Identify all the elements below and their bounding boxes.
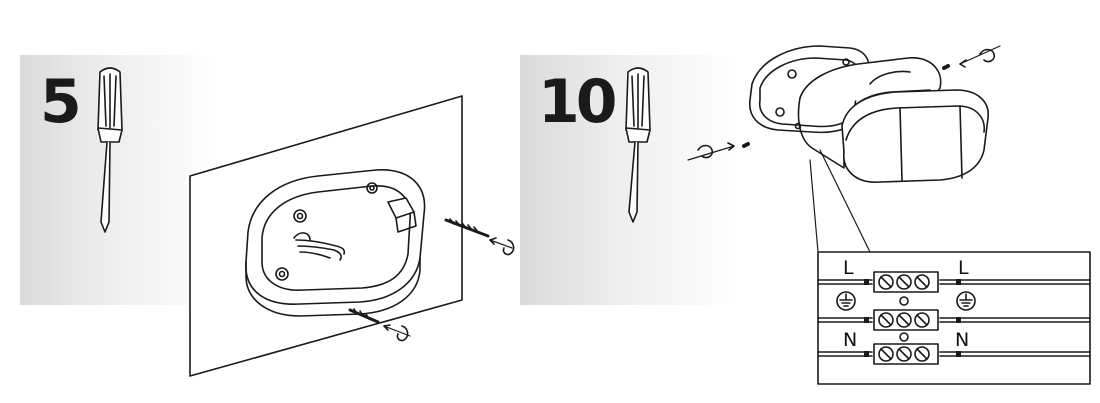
- step-number-10: 10: [538, 67, 617, 137]
- ground-symbol-icon: [836, 291, 976, 311]
- rotate-arrow-icon: [687, 142, 735, 161]
- pir-sensor: [794, 57, 989, 183]
- wiring-diagram: [817, 251, 1091, 385]
- junction-box: [245, 169, 426, 317]
- wire-label-left-l: L: [843, 257, 854, 279]
- rotate-arrow-icon: [383, 324, 411, 342]
- screw-icon: [444, 218, 490, 238]
- wire-label-left-n: N: [843, 329, 858, 351]
- wire-label-right-l: L: [958, 257, 969, 279]
- rotate-arrow-icon: [489, 237, 515, 256]
- screwdriver-icon: [97, 67, 123, 233]
- screwdriver-icon: [625, 67, 651, 223]
- rotate-arrow-icon: [959, 45, 1001, 68]
- screw-terminal-icon: [878, 274, 930, 362]
- screw-icon: [742, 64, 950, 148]
- wire-label-right-n: N: [955, 329, 970, 351]
- step-number-5: 5: [40, 67, 82, 137]
- screw-icon: [348, 308, 380, 324]
